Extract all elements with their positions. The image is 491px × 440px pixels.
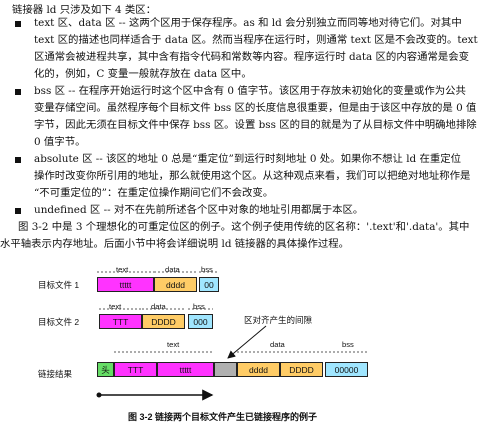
file2-text-block: TTT [99, 314, 142, 329]
result-bss-block: 00000 [325, 362, 368, 377]
file1-label: 目标文件 1 [38, 280, 80, 290]
text-data-line-2: text 区的描述也同样适合于 data 区。然而当程序在运行时，则通常 tex… [34, 34, 478, 46]
intro-line: 链接器 ld 只涉及如下 4 类区： [12, 4, 157, 16]
undefined-line: undefined 区 -- 对不在先前所述各个区中对象的地址引用都属于本区。 [34, 204, 364, 216]
figure-intro-line-1: 图 3-2 中是 3 个理想化的可重定位区的例子。这个例子使用传统的区名称：'.… [18, 221, 470, 233]
bss-line-2: 变量存储空间。虽然程序每个目标文件 bss 区的长度信息很重要，但是由于该区中存… [34, 102, 477, 114]
result-bss-section-label: bss [342, 340, 354, 349]
bullet-marker [15, 21, 21, 27]
result-text-section-label: text [167, 340, 180, 349]
absolute-line-1: absolute 区 -- 该区的地址 0 总是“重定位”到运行时刻地址 0 处… [34, 153, 462, 165]
result-alignment-gap [214, 362, 237, 377]
file2-bss-block: 000 [188, 314, 213, 329]
bullet-marker [15, 208, 21, 214]
result-data-block-1: dddd [237, 362, 280, 377]
result-data-section-label: data [270, 340, 285, 349]
file2-label: 目标文件 2 [38, 317, 80, 327]
text-data-line-4: 化的，例如，C 变量一般就存放在 data 区中。 [34, 68, 252, 80]
file1-data-block: dddd [154, 277, 197, 292]
absolute-line-3: “不可重定位的”：在重定位操作期间它们不会改变。 [34, 187, 274, 199]
result-header-block: 头 [97, 362, 114, 377]
bss-line-1: bss 区 -- 在程序开始运行时这个区中含有 0 值字节。该区用于存放未初始化… [34, 85, 466, 97]
file2-data-section-label: data [151, 302, 166, 311]
file1-bss-block: 00 [199, 277, 219, 292]
bullet-marker [15, 89, 21, 95]
file1-text-block: ttttt [97, 277, 154, 292]
bss-line-3: 字节，因此无须在目标文件中保存 bss 区。设置 bss 区的目的就是为了从目标… [34, 119, 477, 131]
bss-line-4: 0 值字节。 [34, 136, 86, 148]
result-data-block-2: DDDD [280, 362, 323, 377]
figure-caption: 图 3-2 链接两个目标文件产生已链接程序的例子 [128, 412, 318, 422]
file2-bss-section-label: bss [193, 302, 205, 311]
file1-bss-section-label: bss [201, 265, 213, 274]
figure-intro-line-2: 水平轴表示内存地址。后面小节中将会详细说明 ld 链接器的具体操作过程。 [0, 238, 350, 250]
text-data-line-1: text 区、data 区 -- 这两个区用于保存程序。as 和 ld 会分别独… [34, 17, 462, 29]
gap-note: 区对齐产生的间隙 [244, 315, 313, 325]
result-text-block-1: TTT [114, 362, 157, 377]
result-text-block-2: ttttt [157, 362, 214, 377]
bullet-marker [15, 157, 21, 163]
absolute-line-2: 操作时改变你所引用的地址，那么就使用这个区。从这种观点来看，我们可以把绝对地址称… [34, 170, 471, 182]
file2-text-section-label: text [109, 302, 122, 311]
file1-data-section-label: data [165, 265, 180, 274]
result-label: 链接结果 [38, 369, 73, 379]
file2-data-block: DDDD [142, 314, 185, 329]
text-data-line-3: 区通常会被进程共享，其中含有指令代码和常数等内容。程序运行时 data 区的内容… [34, 51, 470, 63]
file1-text-section-label: text [116, 265, 129, 274]
